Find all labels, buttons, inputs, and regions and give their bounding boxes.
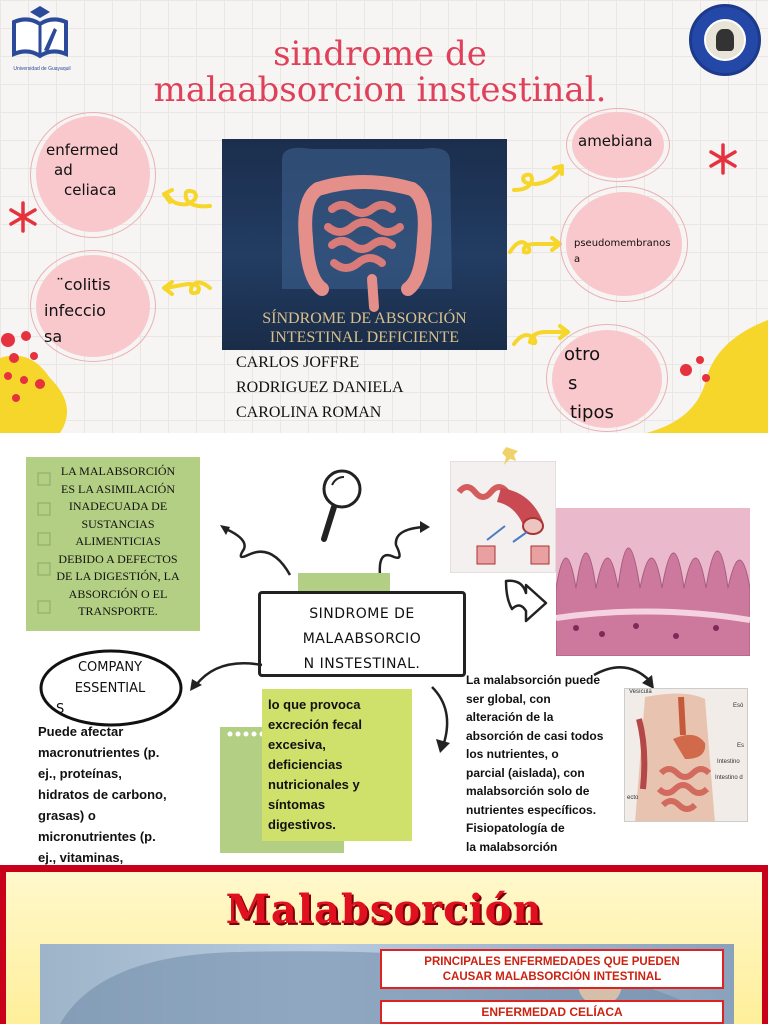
university-caption: Universidad de Guayaquil	[13, 66, 71, 72]
arrow-right-icon	[512, 164, 564, 192]
yellow-wave-decoration	[646, 320, 768, 433]
blob-ring	[30, 250, 156, 362]
university-book-logo-icon	[12, 6, 68, 59]
oval-outline	[39, 649, 183, 727]
blob-ring	[546, 324, 668, 432]
intestine-cross-section-image	[450, 461, 556, 573]
authors: CARLOS JOFFRE RODRIGUEZ DANIELA CAROLINA…	[236, 350, 426, 425]
central-concept-box: SINDROME DE MALAABSORCIO N INSTESTINAL.	[258, 591, 466, 677]
diseases-panel: PRINCIPALES ENFERMEDADES QUE PUEDEN CAUS…	[380, 949, 724, 989]
effects-note	[262, 689, 412, 841]
outline-arrow-icon	[504, 579, 548, 623]
arrow-left-icon	[190, 661, 263, 691]
diagram-label: Intestino	[717, 759, 740, 765]
arrow-left-icon	[162, 188, 212, 209]
author-line: CARLOS JOFFRE	[236, 354, 360, 371]
diagram-label: Esó	[733, 703, 744, 709]
diagram-label: Intestino d	[715, 775, 743, 781]
yellow-blob-decoration	[0, 331, 68, 433]
slide-title: Malabsorción	[225, 886, 543, 933]
arrow-left-icon	[162, 280, 212, 296]
page-title: sindrome de malaabsorcion instestinal.	[120, 36, 640, 108]
diagram-label: Vesícula	[629, 689, 652, 695]
histology-image	[556, 508, 750, 656]
blob-ring	[566, 108, 670, 182]
malabsorption-slide: Malabsorción PRINCIPALES ENFERMEDADES QU…	[0, 865, 768, 1024]
definition-text: LA MALABSORCIÓN ES LA ASIMILACIÓN INADEC…	[56, 464, 180, 618]
curly-arrow-icon	[220, 525, 292, 576]
author-line: RODRIGUEZ DANIELA	[236, 379, 404, 396]
arrow-right-icon	[512, 324, 570, 346]
arrow-right-icon	[508, 236, 562, 255]
diagram-label: ecto	[627, 795, 639, 801]
global-malabsorption-text: La malabsorción puede ser global, con al…	[466, 673, 604, 854]
seal-portrait	[704, 19, 746, 61]
digestive-system-icon	[635, 693, 715, 821]
note-holes	[227, 731, 265, 737]
checkbox-column	[37, 472, 51, 614]
asterisk-icon	[9, 201, 37, 233]
villi-histology-icon	[556, 508, 750, 656]
title-line-2: malaabsorcion instestinal.	[153, 70, 607, 110]
label-celiac: enfermed ad celiaca	[46, 141, 119, 199]
pushpin-icon	[502, 447, 518, 465]
definition-note	[26, 457, 200, 631]
arrow-right-icon	[593, 666, 654, 689]
cover-slide: Universidad de Guayaquil sindrome de mal…	[0, 0, 768, 433]
oval-label: COMPANY ESSENTIAL S	[56, 660, 146, 717]
blob-ring	[560, 186, 688, 302]
label-pseudomembranosa: pseudomembranos a	[574, 238, 671, 265]
celiac-panel: ENFERMEDAD CELÍACA	[380, 1000, 724, 1024]
hero-caption: SÍNDROME DE ABSORCIÓN INTESTINAL DEFICIE…	[262, 310, 467, 346]
magnifier-icon	[321, 469, 362, 542]
effects-text: lo que provoca excreción fecal excesiva,…	[268, 697, 362, 832]
blob-ring	[30, 112, 156, 238]
label-colitis: ¨colitis infeccio sa	[44, 275, 111, 346]
mindmap-slide: LA MALABSORCIÓN ES LA ASIMILACIÓN INADEC…	[0, 433, 768, 865]
asterisk-icon	[709, 143, 737, 175]
diagram-label: Es	[737, 743, 745, 749]
macronutrients-text: Puede afectar macronutrientes (p. ej., p…	[38, 724, 167, 865]
curly-arrow-icon	[378, 521, 430, 576]
arrow-down-icon	[431, 686, 450, 753]
title-line-1: sindrome de	[273, 34, 487, 74]
digestive-anatomy-image: Vesícula Esó Es Intestino Intestino d ec…	[624, 688, 748, 822]
intestine-illustration-icon	[282, 147, 452, 312]
label-amebiana: amebiana	[578, 132, 653, 150]
label-otros-tipos: otro s tipos	[564, 344, 614, 423]
author-line: CAROLINA ROMAN	[236, 404, 382, 421]
villi-diagram-icon	[456, 484, 550, 565]
faculty-seal-icon	[689, 4, 761, 76]
slide-background: Malabsorción PRINCIPALES ENFERMEDADES QU…	[6, 872, 762, 1024]
intestine-image: SÍNDROME DE ABSORCIÓN INTESTINAL DEFICIE…	[222, 139, 507, 350]
central-concept-text: SINDROME DE MALAABSORCIO N INSTESTINAL.	[302, 606, 422, 672]
